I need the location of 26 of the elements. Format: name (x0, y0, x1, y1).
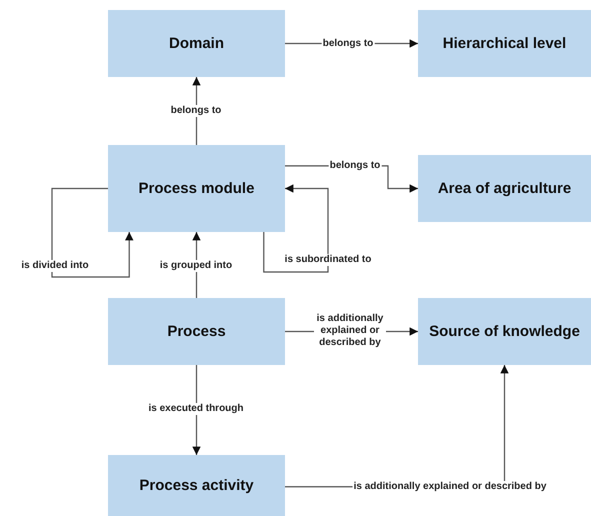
entity-name: Area of agriculture (438, 180, 572, 197)
edge-label: is divided into (20, 260, 90, 272)
entity-name: Process module (138, 180, 254, 197)
edge-label: belongs to (170, 105, 222, 117)
edge-label: is subordinated to (284, 254, 372, 266)
entity-box (108, 145, 285, 232)
entity-name: Process (167, 323, 226, 340)
edge-label: is grouped into (158, 260, 234, 272)
entity-box (418, 10, 591, 77)
arrow (192, 365, 201, 455)
entity-box (108, 10, 285, 77)
entity-name: Hierarchical level (442, 35, 566, 52)
edge-label: is executed through (148, 403, 244, 415)
edge-label: belongs to (322, 38, 374, 50)
entity-name: Source of knowledge (429, 323, 580, 340)
edge-label: belongs to (328, 160, 382, 172)
edge-label: is additionally explained or described by (314, 313, 386, 349)
entity-box (108, 455, 285, 516)
entity-box (418, 298, 591, 365)
arrow (51, 188, 134, 278)
entity-box (418, 155, 591, 222)
entity-name: Process activity (139, 477, 254, 494)
entity-name: Domain (168, 35, 224, 52)
edge-label: is additionally explained or described by (352, 481, 548, 493)
arrow (263, 184, 329, 273)
entity-box (108, 298, 285, 365)
